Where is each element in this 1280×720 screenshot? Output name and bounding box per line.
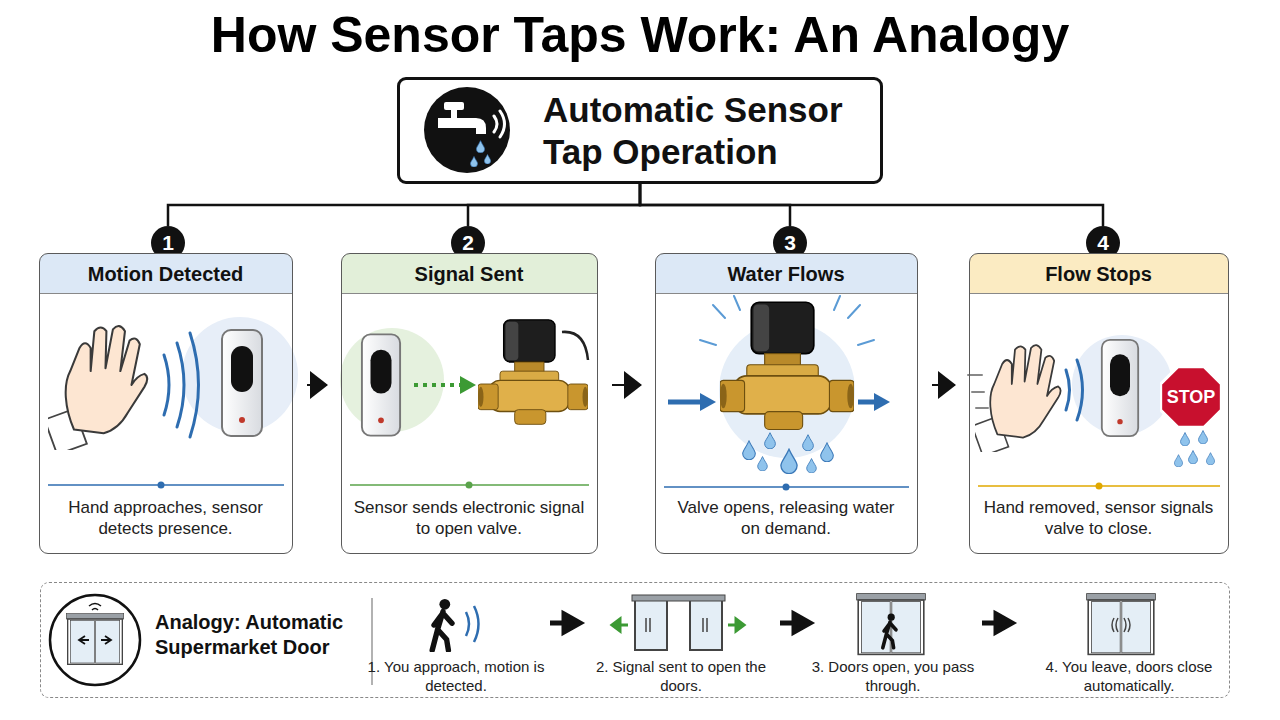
analogy-heading: Analogy: Automatic Supermarket Door (155, 610, 360, 660)
panel-caption: Valve opens, releasing water on demand. (666, 497, 906, 539)
panel-heading: Motion Detected (44, 262, 287, 286)
panel-caption: Hand approaches, sensor detects presence… (50, 497, 281, 539)
box-title: Automatic Sensor Tap Operation (543, 89, 873, 173)
panel-node: Flow StopsHand removed, sensor signals v… (969, 253, 1229, 554)
panel-heading: Signal Sent (346, 262, 592, 286)
analogy-step: 3. Doors open, you pass through. (793, 657, 993, 695)
panel-node: Signal SentSensor sends electronic signa… (341, 253, 598, 554)
panel-node: Motion DetectedHand approaches, sensor d… (39, 253, 293, 554)
connector (640, 184, 1103, 226)
panel-heading: Flow Stops (974, 262, 1223, 286)
analogy-step: 1. You approach, motion is detected. (356, 657, 556, 695)
panel-node: Water FlowsValve opens, releasing water … (655, 253, 918, 554)
top-node: Automatic Sensor Tap Operation (397, 77, 883, 184)
octagon (1161, 367, 1222, 428)
title-text: How Sensor Taps Work: An Analogy (0, 6, 1280, 64)
analogy-step: 4. You leave, doors close automatically. (1029, 657, 1229, 695)
panel-caption: Sensor sends electronic signal to open v… (352, 497, 586, 539)
connector (468, 184, 640, 226)
analogy-step: 2. Signal sent to open the doors. (581, 657, 781, 695)
panel-caption: Hand removed, sensor signals valve to cl… (980, 497, 1217, 539)
connector (168, 184, 640, 226)
connector (612, 384, 641, 386)
stop-node: STOP (1160, 366, 1222, 428)
stop-text: STOP (1160, 366, 1222, 428)
panel-heading: Water Flows (660, 262, 912, 286)
connector (307, 384, 327, 386)
analogy-node: Analogy: Automatic Supermarket Door1. Yo… (40, 582, 1230, 698)
connector (932, 384, 955, 386)
